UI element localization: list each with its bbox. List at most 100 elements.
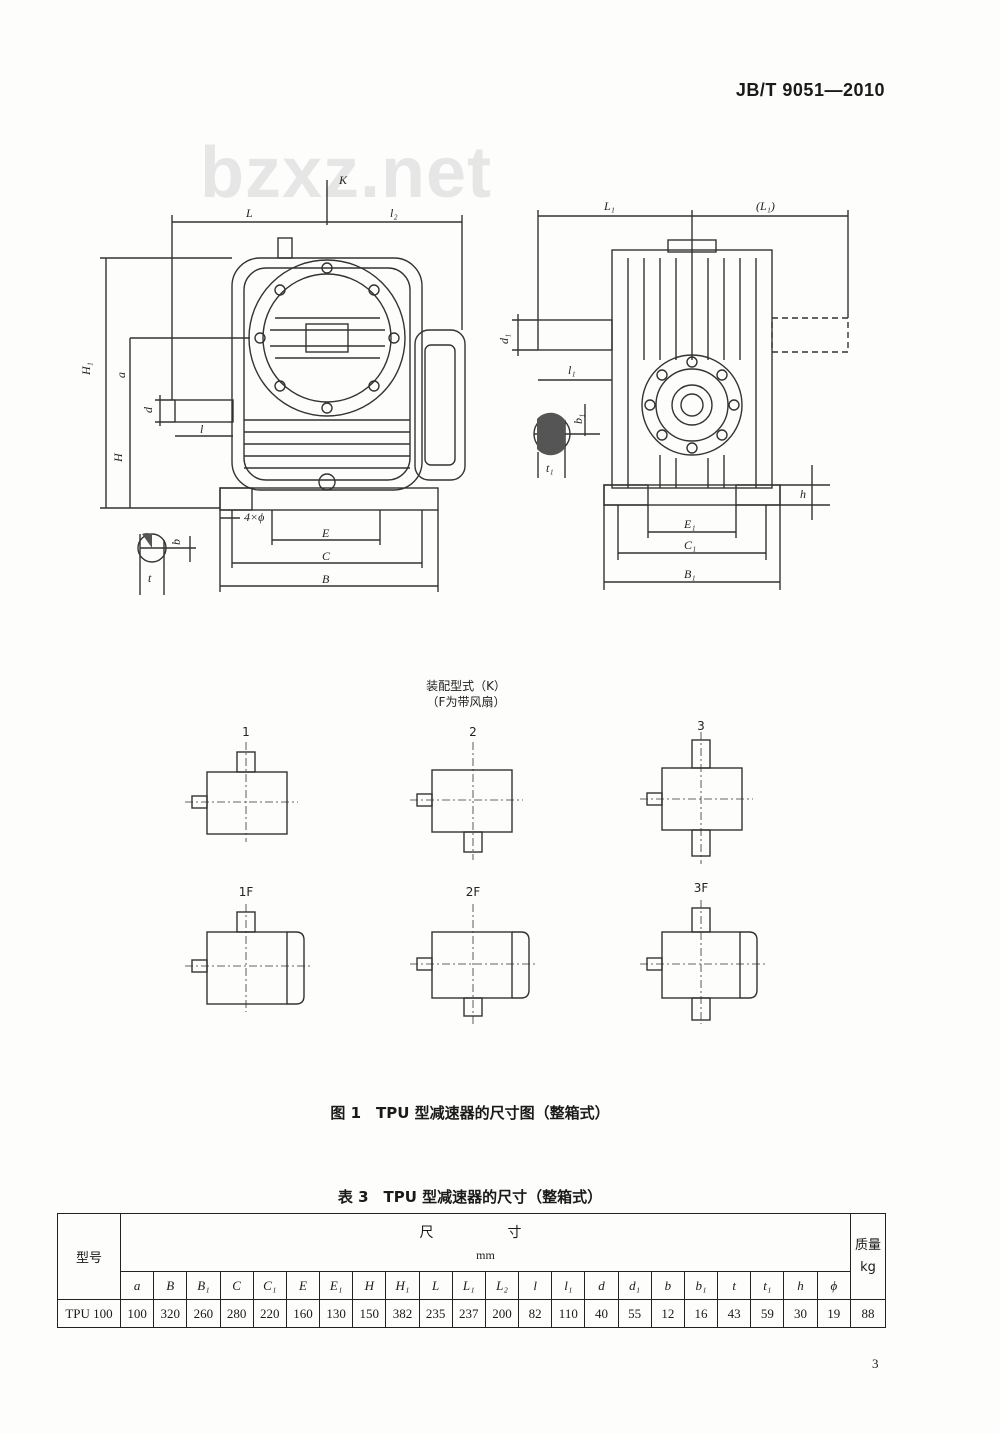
column-symbol: C₁ (252, 1271, 287, 1300)
side-flange (641, 354, 743, 456)
row-value: 43 (717, 1299, 752, 1328)
label-c1: C₁ (684, 538, 696, 552)
label-d: d (141, 406, 155, 413)
label-h: H (111, 452, 125, 463)
column-symbol: B₁ (186, 1271, 221, 1300)
column-symbol: h (783, 1271, 818, 1300)
dimension-table: 型号 尺 寸 mm 质量 kg a B B₁ C C₁ E E₁ H H₁ L … (57, 1213, 886, 1328)
row-value: 12 (650, 1299, 685, 1328)
label-d1: d₁ (497, 334, 511, 344)
label-l1: L₁ (603, 199, 615, 213)
label-b1: b₁ (571, 414, 585, 424)
row-value: 200 (484, 1299, 520, 1328)
row-value: 382 (385, 1299, 420, 1328)
label-k: K (338, 173, 348, 187)
assembly-type-1f: 1F (239, 885, 254, 899)
row-value: 130 (319, 1299, 354, 1328)
label-e: E (321, 526, 330, 540)
row-value: 220 (252, 1299, 287, 1328)
assembly-title: 装配型式（K） (426, 679, 506, 693)
label-l1-paren: (L₁) (756, 199, 775, 213)
front-input-shaft (174, 399, 234, 423)
row-value: 237 (451, 1299, 486, 1328)
column-symbol: a (119, 1271, 155, 1300)
row-value: 59 (750, 1299, 785, 1328)
label-t1: t₁ (546, 461, 554, 475)
column-symbol: L₂ (484, 1271, 520, 1300)
assembly-subtitle: （F为带风扇） (427, 694, 506, 709)
row-value: 30 (783, 1299, 818, 1328)
row-value: 280 (219, 1299, 254, 1328)
row-value: 235 (418, 1299, 453, 1328)
column-symbol: t (717, 1271, 752, 1300)
row-value: 150 (352, 1299, 387, 1328)
table-header-mass-label: 质量 (854, 1237, 881, 1253)
assembly-type-3: 3 (697, 719, 705, 733)
column-symbol: b (650, 1271, 685, 1300)
column-symbol: b₁ (683, 1271, 719, 1300)
label-l2: l₂ (390, 206, 398, 220)
table-header-model: 型号 (57, 1213, 121, 1300)
assembly-type-2f: 2F (466, 885, 481, 899)
row-mass: 88 (850, 1299, 886, 1328)
column-symbol: C (219, 1271, 254, 1300)
column-symbol: ϕ (816, 1271, 852, 1300)
front-housing (231, 257, 423, 491)
row-value: 82 (518, 1299, 553, 1328)
figure-caption: 图 1 TPU 型减速器的尺寸图（整箱式） (330, 1104, 610, 1122)
label-t: t (148, 571, 152, 585)
column-symbol: B (153, 1271, 188, 1300)
label-a: a (114, 372, 128, 378)
row-value: 100 (119, 1299, 155, 1328)
column-symbol: l₁ (551, 1271, 586, 1300)
table-symbol-row: a B B₁ C C₁ E E₁ H H₁ L L₁ L₂ l l₁ d d₁ … (58, 1271, 886, 1300)
column-symbol: d (584, 1271, 619, 1300)
label-c: C (322, 549, 331, 563)
table-header-size-label: 尺 寸 (419, 1225, 552, 1241)
row-model: TPU 100 (57, 1299, 121, 1328)
table-header-size: 尺 寸 mm (120, 1213, 851, 1272)
column-symbol: t₁ (750, 1271, 785, 1300)
row-value: 55 (617, 1299, 652, 1328)
table-header-mass-unit: kg (860, 1259, 876, 1275)
row-value: 19 (816, 1299, 852, 1328)
column-symbol: H₁ (385, 1271, 420, 1300)
fan-cover (414, 329, 466, 481)
column-symbol: d₁ (617, 1271, 652, 1300)
assembly-type-1: 1 (242, 725, 250, 739)
column-symbol: E₁ (319, 1271, 354, 1300)
page-number: 3 (872, 1356, 879, 1371)
row-value: 40 (584, 1299, 619, 1328)
label-phi: 4×ϕ (244, 510, 264, 524)
table-header-mass: 质量 kg (850, 1213, 886, 1300)
table-header-unit: mm (476, 1248, 495, 1262)
front-flange (248, 259, 406, 417)
column-symbol: L₁ (451, 1271, 486, 1300)
assembly-type-3f: 3F (694, 881, 709, 895)
row-value: 320 (153, 1299, 188, 1328)
label-l1-small: l₁ (568, 363, 576, 377)
table-row: TPU 100 100 320 260 280 220 160 130 150 … (57, 1299, 886, 1328)
assembly-type-2: 2 (469, 725, 477, 739)
side-output-shaft (537, 319, 613, 351)
label-b-front: B (322, 572, 330, 586)
label-e1: E₁ (683, 517, 696, 531)
label-l-front: L (245, 206, 253, 220)
column-symbol: l (518, 1271, 553, 1300)
row-value: 110 (551, 1299, 586, 1328)
row-value: 16 (683, 1299, 719, 1328)
label-h-side: h (800, 487, 806, 501)
label-b1-base: B₁ (684, 567, 696, 581)
row-value: 160 (285, 1299, 321, 1328)
label-l-small: l (200, 422, 204, 436)
table-caption: 表 3 TPU 型减速器的尺寸（整箱式） (337, 1188, 603, 1206)
standard-number: JB/T 9051—2010 (735, 80, 885, 100)
label-h1: H₁ (79, 362, 93, 376)
label-b-small: b (169, 539, 183, 545)
row-value: 260 (186, 1299, 221, 1328)
column-symbol: L (418, 1271, 453, 1300)
column-symbol: E (285, 1271, 321, 1300)
column-symbol: H (352, 1271, 387, 1300)
watermark: bzxz.net (200, 133, 493, 213)
